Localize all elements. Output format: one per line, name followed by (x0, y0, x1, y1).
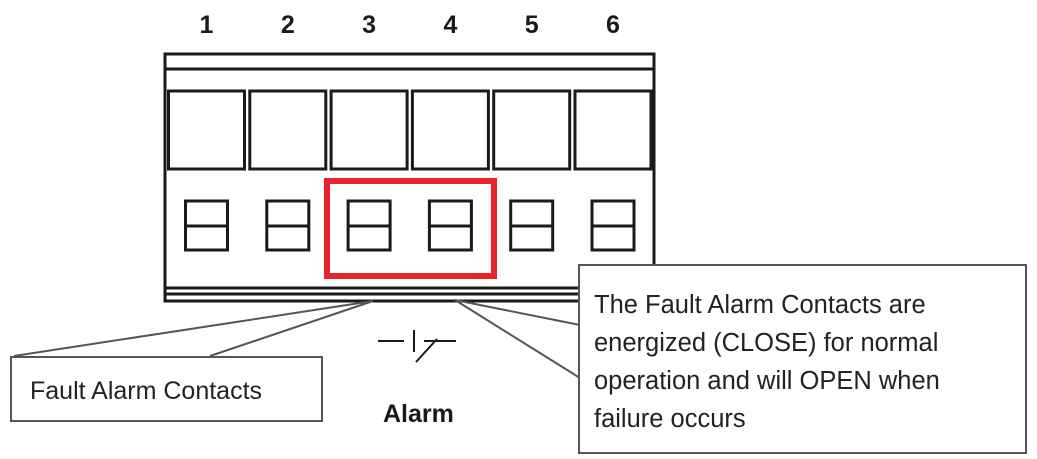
wire-slot-6 (590, 199, 636, 252)
fault-alarm-contacts-label: Fault Alarm Contacts (30, 377, 263, 405)
screw-terminal-5 (492, 89, 572, 171)
wire-slot-4 (427, 199, 473, 252)
note-line-3: operation and will OPEN when (594, 367, 940, 395)
pin-label-2: 2 (281, 11, 295, 39)
wire-slot-5 (509, 199, 555, 252)
pin-label-6: 6 (606, 11, 620, 39)
alarm-label: Alarm (383, 400, 454, 428)
fault-alarm-contacts-callout: Fault Alarm Contacts (10, 356, 323, 422)
note-line-2: energized (CLOSE) for normal (594, 329, 939, 357)
note-line-1: The Fault Alarm Contacts are (594, 291, 926, 319)
pin-labels: 1 2 3 4 5 6 (200, 11, 620, 39)
fault-leader-upper (13, 300, 374, 357)
screw-terminal-6 (573, 89, 653, 171)
screw-terminals (167, 89, 653, 171)
leader-lines (13, 299, 581, 379)
screw-terminal-1 (167, 89, 246, 171)
screw-terminal-4 (410, 89, 490, 171)
alarm-contacts-highlight (324, 178, 497, 279)
alarm-behavior-note: The Fault Alarm Contacts are energized (… (578, 264, 1027, 454)
screw-terminal-3 (329, 89, 409, 171)
pin-label-4: 4 (443, 11, 457, 39)
terminal-block-body (163, 52, 656, 303)
pin-label-5: 5 (525, 11, 539, 39)
wire-slot-3 (346, 199, 392, 252)
fault-leader-lower (209, 300, 374, 357)
screw-terminal-2 (248, 89, 328, 171)
note-leader-upper (454, 299, 581, 326)
switch-contact-icon (378, 330, 456, 363)
pin-label-1: 1 (200, 11, 214, 39)
wire-slot-2 (265, 199, 311, 252)
note-line-4: failure occurs (594, 405, 746, 433)
pin-label-3: 3 (362, 11, 376, 39)
wire-slots (184, 199, 636, 252)
wire-slot-1 (184, 199, 229, 252)
terminal-block (163, 52, 656, 303)
note-leader-lower (454, 299, 581, 379)
